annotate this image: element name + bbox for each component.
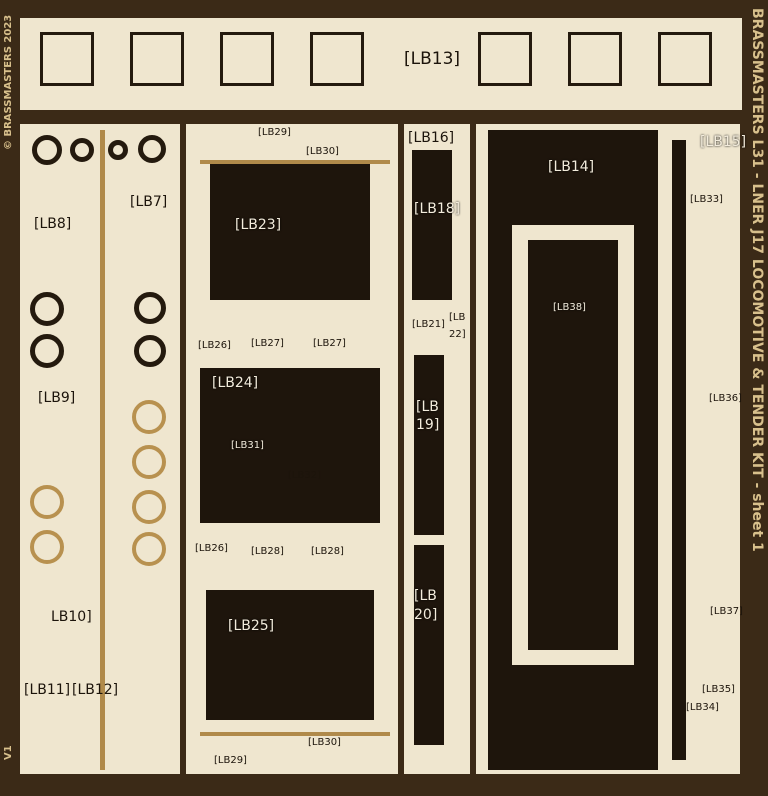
sprue-vertical bbox=[100, 130, 105, 770]
washer bbox=[32, 135, 62, 165]
sheet-title: BRASSMASTERS L31 - LNER J17 LOCOMOTIVE &… bbox=[749, 8, 765, 552]
brass-washer bbox=[132, 400, 166, 434]
label-lb33: [LB33] bbox=[690, 194, 723, 205]
label-lb22-a: [LB bbox=[449, 312, 466, 323]
label-lb14: [LB14] bbox=[548, 159, 595, 175]
part-lb20 bbox=[414, 545, 444, 745]
label-lb38: [LB38] bbox=[553, 302, 586, 313]
label-lb26-bottom: [LB26] bbox=[195, 543, 228, 554]
part-lb25 bbox=[206, 590, 374, 720]
bracket-part bbox=[658, 32, 712, 86]
label-lb26-top: [LB26] bbox=[198, 340, 231, 351]
label-lb16: [LB16] bbox=[408, 130, 455, 146]
label-lb18: [LB18] bbox=[414, 201, 461, 217]
brass-washer bbox=[30, 530, 64, 564]
washer bbox=[30, 292, 64, 326]
label-lb25: [LB25] bbox=[228, 618, 275, 634]
washer bbox=[134, 292, 166, 324]
part-lb23 bbox=[210, 160, 370, 300]
label-lb12: [LB12] bbox=[72, 682, 119, 698]
copyright: © BRASSMASTERS 2023 bbox=[3, 14, 14, 150]
label-lb34: [LB34] bbox=[686, 702, 719, 713]
label-lb27-a: [LB27] bbox=[251, 338, 284, 349]
label-lb10: LB10] bbox=[51, 609, 92, 625]
label-lb11: [LB11] bbox=[24, 682, 71, 698]
bracket-part bbox=[220, 32, 274, 86]
part-lb18 bbox=[412, 150, 452, 300]
label-lb22-b: 22] bbox=[449, 329, 466, 340]
label-lb29-bottom: [LB29] bbox=[214, 755, 247, 766]
label-lb27-b: [LB27] bbox=[313, 338, 346, 349]
part-lb14-inner bbox=[528, 240, 618, 650]
label-lb23: [LB23] bbox=[235, 217, 282, 233]
label-lb35: [LB35] bbox=[702, 684, 735, 695]
part-lb15 bbox=[672, 140, 686, 760]
label-lb37: [LB37] bbox=[710, 606, 743, 617]
bracket-part bbox=[310, 32, 364, 86]
label-lb19-a: [LB bbox=[416, 399, 439, 415]
washer bbox=[108, 140, 128, 160]
top-fret-strip bbox=[20, 18, 742, 110]
version: V1 bbox=[3, 745, 14, 760]
label-lb36: [LB36] bbox=[709, 393, 742, 404]
sprue-lb30-bottom bbox=[200, 732, 390, 736]
label-lb9: [LB9] bbox=[38, 390, 76, 406]
label-lb30-top: [LB30] bbox=[306, 146, 339, 157]
label-lb32: [LB32] bbox=[288, 470, 321, 481]
washer bbox=[134, 335, 166, 367]
label-lb30-bottom: [LB30] bbox=[308, 737, 341, 748]
label-lb7: [LB7] bbox=[130, 194, 168, 210]
bracket-part bbox=[130, 32, 184, 86]
brass-washer bbox=[132, 532, 166, 566]
washer bbox=[30, 334, 64, 368]
label-lb13: [LB13] bbox=[404, 49, 461, 69]
label-lb24: [LB24] bbox=[212, 375, 259, 391]
label-lb31: [LB31] bbox=[231, 440, 264, 451]
label-lb21: [LB21] bbox=[412, 319, 445, 330]
part-lb19 bbox=[414, 355, 444, 535]
washer bbox=[70, 138, 94, 162]
brass-washer bbox=[132, 445, 166, 479]
label-lb8: [LB8] bbox=[34, 216, 72, 232]
bracket-part bbox=[40, 32, 94, 86]
bracket-part bbox=[478, 32, 532, 86]
part-lb24 bbox=[200, 368, 380, 523]
label-lb20-a: [LB bbox=[414, 588, 437, 604]
washer bbox=[138, 135, 166, 163]
label-lb28-b: [LB28] bbox=[311, 546, 344, 557]
sprue-lb30-top bbox=[200, 160, 390, 164]
label-lb28-a: [LB28] bbox=[251, 546, 284, 557]
bracket-part bbox=[568, 32, 622, 86]
label-lb19-b: 19] bbox=[416, 417, 440, 433]
label-lb20-b: 20] bbox=[414, 607, 438, 623]
brass-washer bbox=[30, 485, 64, 519]
brass-washer bbox=[132, 490, 166, 524]
label-lb29-top: [LB29] bbox=[258, 127, 291, 138]
label-lb15: [LB15] bbox=[700, 134, 747, 150]
